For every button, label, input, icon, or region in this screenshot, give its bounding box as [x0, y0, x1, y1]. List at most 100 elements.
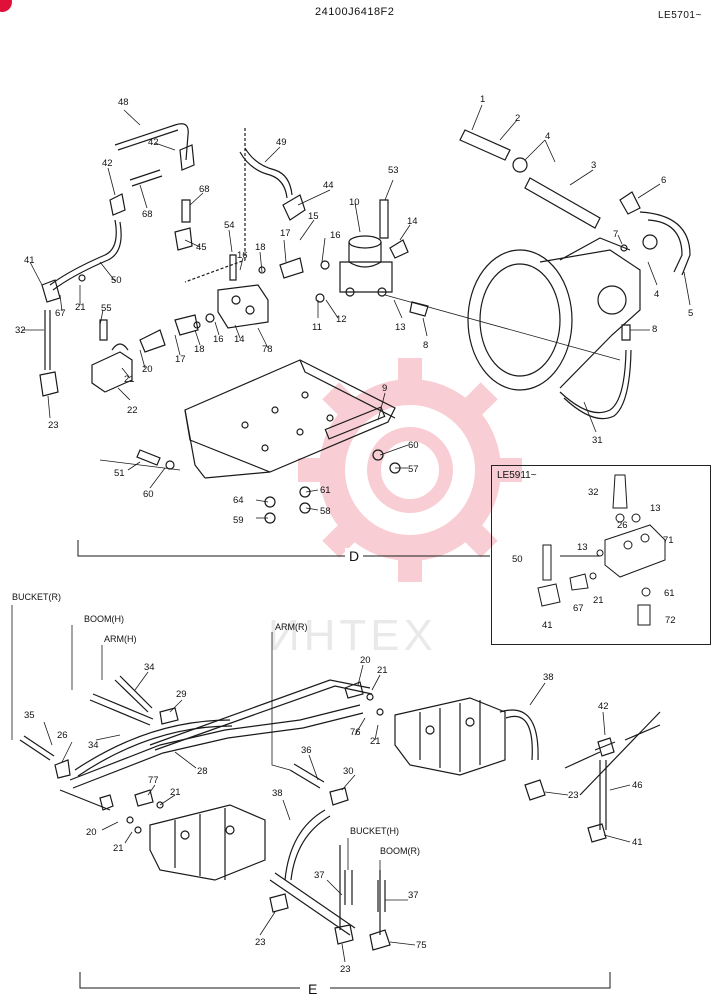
svg-text:41: 41 — [632, 837, 643, 848]
svg-text:9: 9 — [382, 383, 387, 394]
svg-text:50: 50 — [111, 275, 122, 286]
svg-text:42: 42 — [102, 158, 113, 169]
svg-text:61: 61 — [664, 588, 675, 599]
watermark-text: ИНТЕХ — [268, 611, 437, 660]
pipe-3 — [524, 177, 601, 229]
hose-31 — [559, 349, 627, 414]
svg-text:41: 41 — [24, 255, 35, 266]
svg-text:20: 20 — [86, 827, 97, 838]
section-letter-e: E — [304, 981, 322, 997]
svg-text:72: 72 — [665, 615, 676, 626]
corner-mark — [0, 0, 12, 12]
svg-text:21: 21 — [377, 665, 388, 676]
variant-inset — [491, 465, 711, 645]
pipe-68 — [129, 169, 161, 181]
lower-leaders — [11, 605, 631, 963]
svg-text:60: 60 — [143, 489, 154, 500]
svg-text:44: 44 — [323, 180, 334, 191]
pipe-50 — [49, 219, 117, 286]
svg-text:23: 23 — [255, 937, 266, 948]
mounting-plate — [184, 359, 396, 479]
svg-text:54: 54 — [224, 220, 235, 231]
inset-parts — [537, 474, 666, 626]
solenoid-block — [91, 343, 133, 393]
leader-dashed — [184, 128, 246, 283]
svg-text:53: 53 — [388, 165, 399, 176]
svg-text:21: 21 — [124, 374, 135, 385]
svg-text:26: 26 — [617, 520, 628, 531]
svg-text:20: 20 — [360, 655, 371, 666]
svg-text:38: 38 — [543, 672, 554, 683]
svg-text:78: 78 — [262, 344, 273, 355]
transmission — [467, 237, 641, 391]
pressure-valve — [339, 235, 393, 297]
label-arm-h: ARM(H) — [104, 634, 137, 644]
label-boom-h: BOOM(H) — [84, 614, 124, 624]
svg-text:23: 23 — [48, 420, 59, 431]
svg-text:46: 46 — [632, 780, 643, 791]
svg-text:3: 3 — [591, 160, 596, 171]
svg-text:20: 20 — [142, 364, 153, 375]
svg-text:4: 4 — [545, 131, 550, 142]
svg-text:10: 10 — [349, 197, 360, 208]
svg-text:14: 14 — [407, 216, 418, 227]
svg-text:30: 30 — [343, 766, 354, 777]
svg-text:37: 37 — [314, 870, 325, 881]
svg-text:32: 32 — [15, 325, 26, 336]
svg-text:7: 7 — [613, 229, 618, 240]
watermark: ИНТЕХ — [268, 358, 522, 660]
label-arm-r: ARM(R) — [275, 622, 308, 632]
svg-text:13: 13 — [395, 322, 406, 333]
svg-text:21: 21 — [113, 843, 124, 854]
svg-text:21: 21 — [75, 302, 86, 313]
svg-text:64: 64 — [233, 495, 244, 506]
inset-serial-range: LE5911~ — [497, 470, 537, 481]
svg-text:28: 28 — [197, 766, 208, 777]
svg-text:26: 26 — [57, 730, 68, 741]
svg-text:17: 17 — [175, 354, 186, 365]
label-bucket-h: BUCKET(H) — [350, 826, 399, 836]
svg-text:23: 23 — [568, 790, 579, 801]
svg-text:38: 38 — [272, 788, 283, 799]
svg-text:50: 50 — [512, 554, 523, 565]
svg-text:42: 42 — [598, 701, 609, 712]
svg-text:60: 60 — [408, 440, 419, 451]
svg-text:5: 5 — [688, 308, 693, 319]
control-valve-left — [149, 804, 266, 881]
svg-text:55: 55 — [101, 303, 112, 314]
svg-text:57: 57 — [408, 464, 419, 475]
svg-text:49: 49 — [276, 137, 287, 148]
serial-range: LE5701~ — [658, 10, 702, 21]
hose-38-lower — [284, 809, 326, 881]
svg-text:8: 8 — [423, 340, 428, 351]
part-code: 24100J6418F2 — [315, 6, 395, 18]
svg-text:4: 4 — [654, 289, 659, 300]
section-e-line — [79, 972, 611, 989]
svg-text:16: 16 — [237, 250, 248, 261]
label-boom-r: BOOM(R) — [380, 846, 420, 856]
svg-text:29: 29 — [176, 689, 187, 700]
watermark-gear-icon — [298, 358, 522, 582]
svg-text:59: 59 — [233, 515, 244, 526]
svg-text:31: 31 — [592, 435, 603, 446]
svg-text:21: 21 — [593, 595, 604, 606]
svg-text:1: 1 — [480, 94, 485, 105]
svg-text:2: 2 — [515, 113, 520, 124]
svg-text:48: 48 — [118, 97, 129, 108]
section-letter-d: D — [345, 548, 364, 564]
upper-assembly — [39, 121, 691, 524]
svg-text:13: 13 — [650, 503, 661, 514]
svg-text:41: 41 — [542, 620, 553, 631]
svg-text:67: 67 — [55, 308, 66, 319]
svg-text:68: 68 — [142, 209, 153, 220]
svg-text:67: 67 — [573, 603, 584, 614]
svg-text:6: 6 — [661, 175, 666, 186]
label-bucket-r: BUCKET(R) — [12, 592, 61, 602]
svg-text:22: 22 — [127, 405, 138, 416]
fittings-lower — [54, 681, 615, 951]
svg-text:34: 34 — [144, 662, 155, 673]
svg-text:18: 18 — [194, 344, 205, 355]
